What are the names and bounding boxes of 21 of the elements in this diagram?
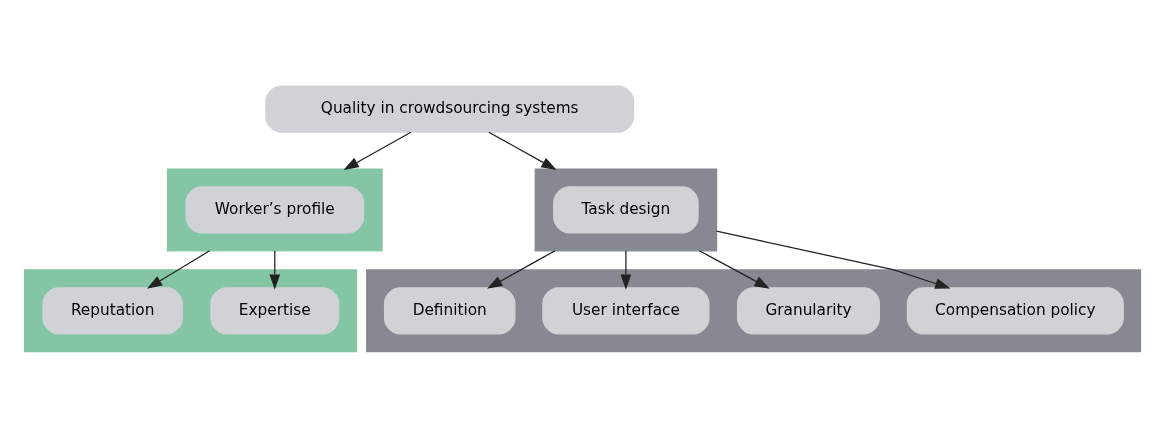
cluster bbox=[366, 268, 1142, 352]
node-box: Worker’s profile bbox=[185, 185, 365, 234]
node-box: Granularity bbox=[737, 286, 880, 334]
arrow bbox=[146, 249, 211, 289]
node-box: Reputation bbox=[42, 286, 183, 334]
node-box: Task design bbox=[553, 185, 699, 234]
arrow bbox=[343, 131, 412, 170]
node-box: Definition bbox=[383, 286, 516, 334]
cluster bbox=[166, 167, 383, 251]
arrow bbox=[488, 131, 557, 170]
arrow bbox=[487, 249, 556, 289]
node-box: Compensation policy bbox=[906, 286, 1124, 334]
node-box: User interface bbox=[542, 286, 710, 334]
cluster bbox=[23, 268, 358, 352]
arrow bbox=[620, 249, 632, 290]
arrow bbox=[698, 249, 770, 289]
cluster bbox=[534, 167, 718, 251]
node-box: Quality in crowdsourcing systems bbox=[265, 84, 635, 133]
arrow bbox=[269, 249, 281, 290]
arrow bbox=[715, 229, 951, 289]
node-box: Expertise bbox=[210, 286, 340, 334]
